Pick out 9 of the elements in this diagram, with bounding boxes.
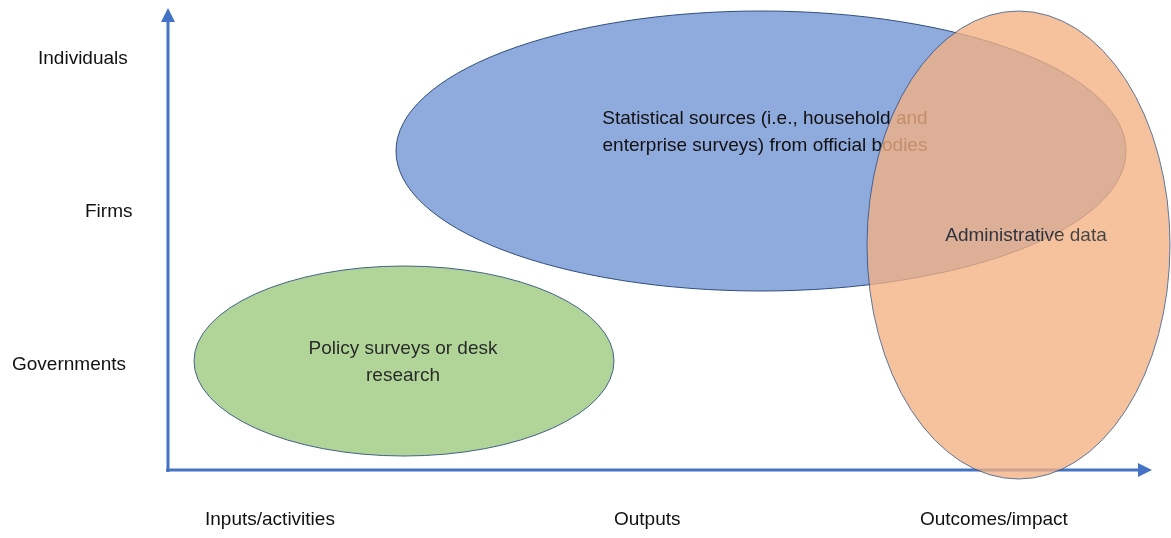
x-axis-label: Outcomes/impact — [920, 508, 1068, 530]
y-axis-label: Firms — [85, 200, 133, 222]
x-axis-label: Inputs/activities — [205, 508, 335, 530]
region-label: Administrative data — [944, 223, 1108, 247]
ellipse-region — [193, 265, 615, 457]
y-axis-label: Individuals — [38, 47, 128, 69]
x-axis-label: Outputs — [614, 508, 681, 530]
region-label: Policy surveys or desk research — [307, 336, 499, 387]
y-axis-label: Governments — [12, 353, 127, 375]
